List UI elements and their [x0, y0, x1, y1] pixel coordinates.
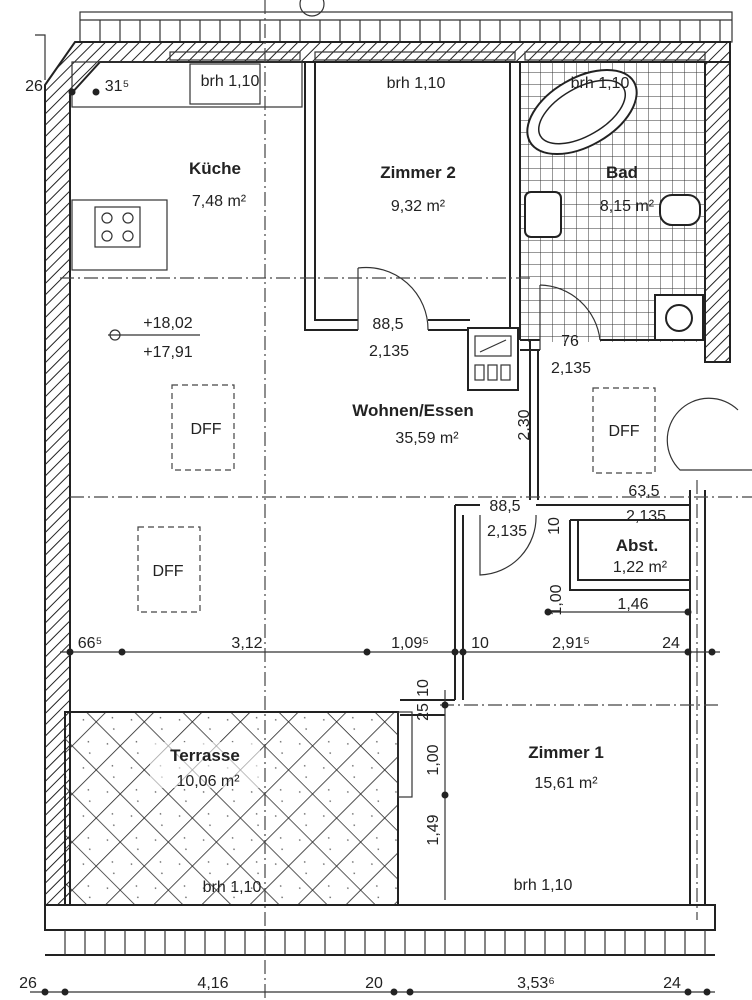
door-width: 88,5 — [372, 316, 403, 333]
dim-label: 1,49 — [425, 814, 442, 845]
room-name: Zimmer 2 — [380, 163, 456, 182]
sill-height-label: brh 1,10 — [387, 75, 446, 92]
washbasin-icon — [524, 191, 562, 238]
door-width: 63,5 — [628, 483, 659, 500]
dim-label: 31⁵ — [105, 78, 129, 95]
room-name: Zimmer 1 — [528, 743, 604, 762]
elevation-label: +18,02 — [143, 315, 192, 332]
dim-label: 2,30 — [516, 409, 533, 440]
door-height: 2,135 — [626, 508, 666, 525]
door-width: 76 — [561, 333, 579, 350]
room-terrasse: Terrasse 10,06 m² — [150, 742, 260, 790]
dim-label: 1,00 — [425, 744, 442, 775]
room-name: Terrasse — [170, 746, 240, 765]
dim-label: 26 — [25, 78, 43, 95]
room-name: Wohnen/Essen — [352, 401, 474, 420]
exterior-walls — [44, 41, 731, 956]
door-height: 2,135 — [551, 360, 591, 377]
skylight-label: DFF — [190, 421, 221, 438]
room-name: Abst. — [616, 536, 659, 555]
windows-top — [169, 51, 706, 61]
dim-label: 1,09⁵ — [391, 635, 429, 652]
sill-height-label: brh 1,10 — [203, 879, 262, 896]
kitchen — [71, 61, 303, 271]
sink-icon — [189, 63, 261, 105]
dim-label: 3,12 — [231, 635, 262, 652]
sill-height-label: brh 1,10 — [201, 73, 260, 90]
skylight — [171, 384, 235, 471]
room-abstellraum: Abst. 1,22 m² — [613, 536, 668, 576]
dim-label: 10 — [471, 635, 489, 652]
dim-label: 1,46 — [617, 596, 648, 613]
dim-label: 26 — [19, 975, 37, 992]
room-area: 35,59 m² — [395, 430, 459, 447]
dim-label: 4,16 — [197, 975, 228, 992]
room-area: 9,32 m² — [391, 198, 446, 215]
dim-label: 24 — [662, 635, 680, 652]
sill-height-label: brh 1,10 — [514, 877, 573, 894]
bathtub-icon — [526, 68, 638, 156]
slab-ticks — [64, 930, 706, 955]
elevation-label: +17,91 — [143, 344, 192, 361]
dimension-lines — [30, 34, 720, 996]
room-kueche: Küche 7,48 m² — [189, 159, 247, 210]
dim-label: 1,00 — [548, 584, 565, 615]
dim-label: 3,53⁶ — [517, 975, 555, 992]
washing-machine-icon — [654, 294, 704, 341]
room-zimmer2: Zimmer 2 9,32 m² — [380, 163, 456, 215]
interior-walls — [304, 62, 706, 905]
sill-height-label: brh 1,10 — [571, 75, 630, 92]
room-area: 1,22 m² — [613, 559, 668, 576]
toilet-icon — [659, 194, 701, 226]
slab-ticks — [99, 20, 721, 42]
dim-label: 10 — [546, 517, 563, 535]
dim-label: 24 — [663, 975, 681, 992]
room-name: Küche — [189, 159, 241, 178]
room-area: 7,48 m² — [192, 193, 247, 210]
room-name: Bad — [606, 163, 638, 182]
skylight — [137, 526, 201, 613]
door-height: 2,135 — [369, 343, 409, 360]
room-area: 8,15 m² — [600, 198, 655, 215]
room-area: 15,61 m² — [534, 775, 598, 792]
stove-icon — [94, 206, 141, 248]
dim-label: 25 — [415, 703, 432, 721]
door-width: 88,5 — [489, 498, 520, 515]
skylight-label: DFF — [608, 423, 639, 440]
skylight — [592, 387, 656, 474]
axis-lines — [60, 0, 752, 1000]
dim-label: 66⁵ — [78, 635, 102, 652]
room-area: 10,06 m² — [176, 773, 240, 790]
room-wohnen-essen: Wohnen/Essen 35,59 m² — [352, 401, 474, 447]
dim-label: 2,91⁵ — [552, 635, 590, 652]
room-zimmer1: Zimmer 1 15,61 m² — [528, 743, 604, 792]
room-bad: Bad 8,15 m² — [600, 163, 655, 215]
heating-unit-icon — [467, 327, 519, 391]
door-height: 2,135 — [487, 523, 527, 540]
skylight-label: DFF — [152, 563, 183, 580]
dim-label: 20 — [365, 975, 383, 992]
dim-label: 10 — [415, 679, 432, 697]
terrace — [64, 711, 413, 906]
top-balcony-slab — [79, 0, 733, 43]
